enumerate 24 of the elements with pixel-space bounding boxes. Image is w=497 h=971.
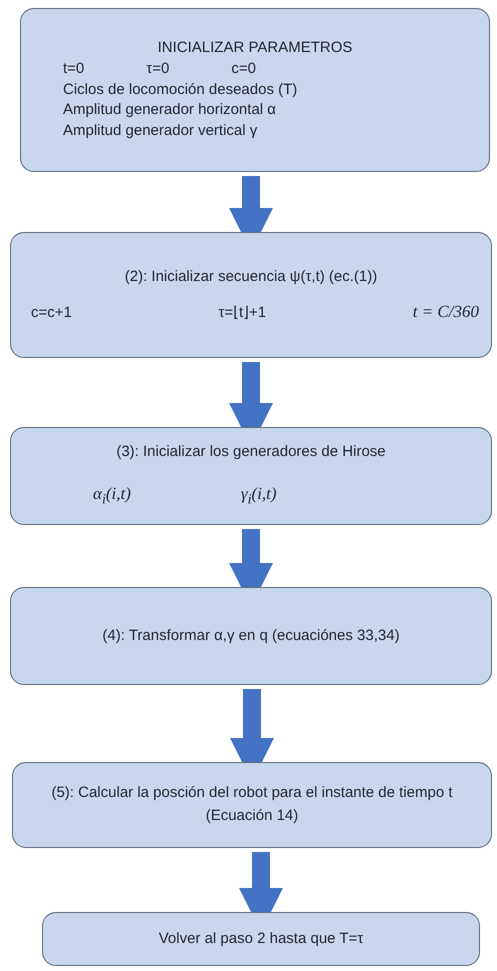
box-text: (5): Calcular la posción del robot para el instante de tiempo t: [51, 784, 453, 803]
box-text: Volver al paso 2 hasta que T=τ: [158, 930, 364, 948]
box-text: Ciclos de locomoción deseados (T): [63, 80, 298, 100]
box-text: τ=⌊t⌋+1: [218, 304, 266, 322]
process-box: [10, 232, 492, 358]
box-text: (Ecuación 14): [206, 807, 298, 826]
box-text: INICIALIZAR PARAMETROS: [158, 39, 352, 58]
process-box: [10, 427, 492, 525]
box-text: γ$_{i}$(i,t): [240, 483, 277, 510]
box-text: (3): Inicializar los generadores de Hirose: [116, 442, 386, 462]
box-text: t=0: [63, 60, 84, 79]
process-box: [42, 912, 480, 966]
box-text: τ=0: [146, 60, 170, 79]
box-text: Amplitud generador vertical γ: [63, 122, 258, 141]
box-text: t = C/360: [412, 300, 479, 322]
box-text: c=c+1: [31, 304, 72, 322]
box-text: (2): Inicializar secuencia ψ(τ,t) (ec.(1)): [124, 268, 378, 286]
box-text: c=0: [231, 60, 256, 79]
process-box: [12, 762, 492, 848]
process-box: [20, 8, 490, 172]
box-text: Amplitud generador horizontal α: [63, 101, 276, 120]
process-box: [10, 587, 492, 685]
box-text: (4): Transformar α,γ en q (ecuaciónes 33,34): [102, 626, 400, 646]
box-text: α$_{i}$(i,t): [93, 483, 131, 510]
